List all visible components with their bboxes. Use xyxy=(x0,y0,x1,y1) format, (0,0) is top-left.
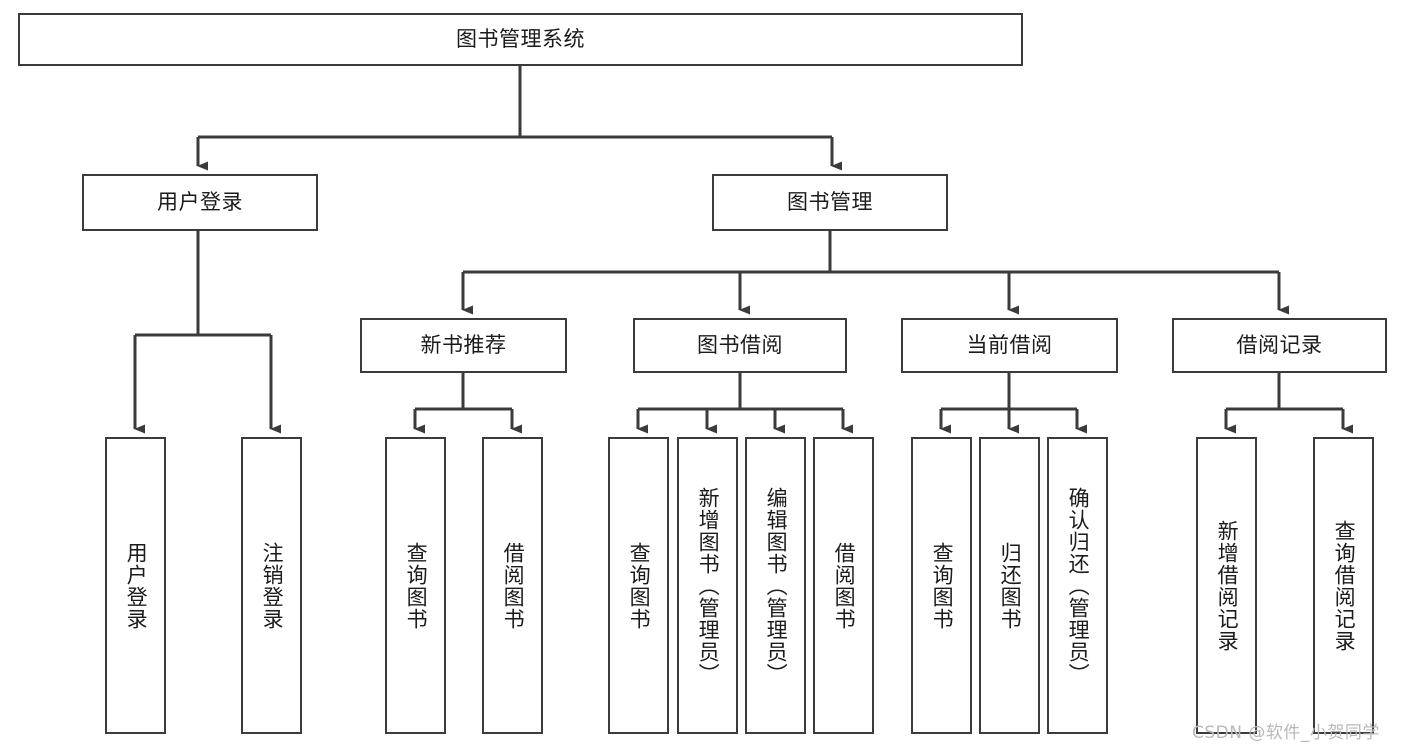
node-leaf-current-confirm-return-admin[interactable]: 确认归还（管理员） xyxy=(1047,437,1108,734)
node-label: 查询图书 xyxy=(627,541,652,630)
node-label: 归还图书 xyxy=(998,541,1023,630)
csdn-watermark: CSDN @软件_小贺同学 xyxy=(1192,723,1380,743)
node-label: 借阅图书 xyxy=(832,541,857,630)
node-label: 编辑图书（管理员） xyxy=(764,486,789,685)
node-label: 新增图书（管理员） xyxy=(696,486,721,685)
node-leaf-recommend-query-book[interactable]: 查询图书 xyxy=(385,437,446,734)
node-label: 图书借阅 xyxy=(697,333,783,358)
node-user-login[interactable]: 用户登录 xyxy=(82,174,318,231)
node-leaf-record-query-record[interactable]: 查询借阅记录 xyxy=(1313,437,1374,734)
node-label: 用户登录 xyxy=(124,541,149,630)
node-root-book-management-system[interactable]: 图书管理系统 xyxy=(18,13,1023,66)
node-label: 新增借阅记录 xyxy=(1215,519,1240,652)
node-label: 查询借阅记录 xyxy=(1332,519,1357,652)
node-leaf-borrow-borrow-book[interactable]: 借阅图书 xyxy=(813,437,874,734)
node-current-borrow[interactable]: 当前借阅 xyxy=(901,318,1118,373)
node-label: 图书管理系统 xyxy=(456,27,585,52)
node-leaf-current-return-book[interactable]: 归还图书 xyxy=(979,437,1040,734)
node-leaf-borrow-edit-book-admin[interactable]: 编辑图书（管理员） xyxy=(745,437,806,734)
node-leaf-borrow-add-book-admin[interactable]: 新增图书（管理员） xyxy=(677,437,738,734)
node-label: 查询图书 xyxy=(404,541,429,630)
node-label: 借阅记录 xyxy=(1236,333,1323,358)
node-label: 确认归还（管理员） xyxy=(1066,486,1091,685)
node-leaf-current-query-book[interactable]: 查询图书 xyxy=(911,437,972,734)
node-leaf-logout[interactable]: 注销登录 xyxy=(241,437,302,734)
node-book-management[interactable]: 图书管理 xyxy=(712,174,948,231)
node-leaf-borrow-query-book[interactable]: 查询图书 xyxy=(608,437,669,734)
node-borrow-record[interactable]: 借阅记录 xyxy=(1172,318,1387,373)
node-label: 用户登录 xyxy=(157,190,243,215)
node-label: 注销登录 xyxy=(260,541,285,630)
node-leaf-record-add-record[interactable]: 新增借阅记录 xyxy=(1196,437,1257,734)
node-label: 查询图书 xyxy=(930,541,955,630)
node-label: 新书推荐 xyxy=(420,333,507,358)
node-new-book-recommend[interactable]: 新书推荐 xyxy=(360,318,567,373)
node-leaf-user-login[interactable]: 用户登录 xyxy=(105,437,166,734)
node-leaf-recommend-borrow-book[interactable]: 借阅图书 xyxy=(482,437,543,734)
node-label: 当前借阅 xyxy=(966,333,1053,358)
node-label: 图书管理 xyxy=(787,190,873,215)
node-label: 借阅图书 xyxy=(501,541,526,630)
node-book-borrow[interactable]: 图书借阅 xyxy=(633,318,847,373)
